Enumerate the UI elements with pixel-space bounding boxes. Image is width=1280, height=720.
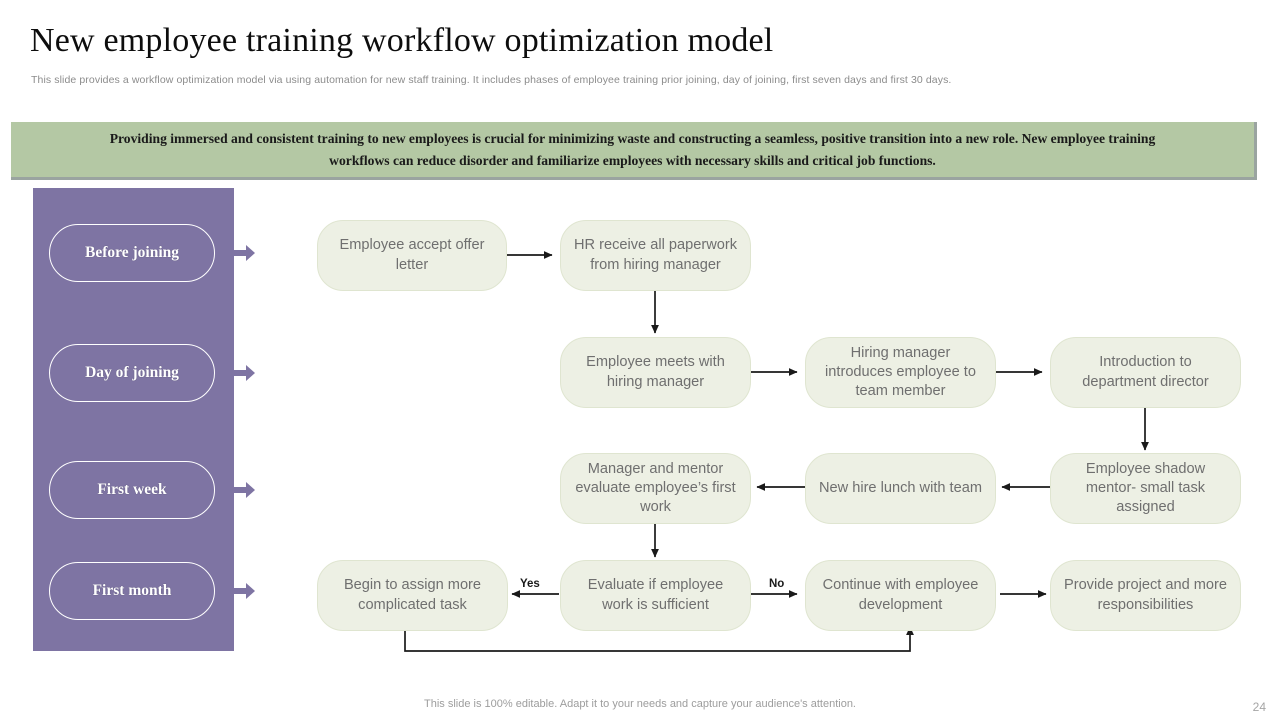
flow-node-employee-accept-offer-letter[interactable]: Employee accept offer letter xyxy=(317,220,507,291)
edge-label-yes: Yes xyxy=(520,578,540,590)
phase-pill-first-month[interactable]: First month xyxy=(49,562,215,620)
flow-node-label: Hiring manager introduces employee to te… xyxy=(825,344,976,400)
flow-node-new-hire-lunch-with-team[interactable]: New hire lunch with team xyxy=(805,453,996,524)
flow-node-employee-shadow-mentor[interactable]: Employee shadow mentor- small task assig… xyxy=(1050,453,1241,524)
flow-node-begin-assign-complicated-task[interactable]: Begin to assign more complicated task xyxy=(317,560,508,631)
footer-note: This slide is 100% editable. Adapt it to… xyxy=(424,698,856,710)
phase-label: First week xyxy=(97,481,167,498)
banner-line-2: new role. New employee training workflow… xyxy=(329,131,1156,168)
rail-arrow-first-month-icon xyxy=(234,583,255,599)
banner-line-1: Providing immersed and consistent traini… xyxy=(109,131,963,147)
banner-text: Providing immersed and consistent traini… xyxy=(108,128,1158,170)
flow-node-manager-mentor-evaluate-first-work[interactable]: Manager and mentor evaluate employee’s f… xyxy=(560,453,751,524)
flow-node-label: Employee accept offer letter xyxy=(339,237,485,273)
phase-pill-day-of-joining[interactable]: Day of joining xyxy=(49,344,215,402)
flow-node-label: Continue with employee development xyxy=(822,577,979,613)
phase-label: First month xyxy=(92,582,172,599)
flow-node-introduction-to-department-director[interactable]: Introduction to department director xyxy=(1050,337,1241,408)
page-number: 24 xyxy=(1252,700,1266,714)
flow-node-label: Begin to assign more complicated task xyxy=(343,577,482,613)
phase-label: Day of joining xyxy=(85,364,179,381)
flow-node-label: Evaluate if employee work is sufficient xyxy=(587,577,724,613)
key-message-banner: Providing immersed and consistent traini… xyxy=(11,122,1257,180)
phase-pill-first-week[interactable]: First week xyxy=(49,461,215,519)
rail-arrow-before-joining-icon xyxy=(234,245,255,261)
flow-node-label: Introduction to department director xyxy=(1082,354,1209,390)
rail-arrow-first-week-icon xyxy=(234,482,255,498)
flow-node-continue-employee-development[interactable]: Continue with employee development xyxy=(805,560,996,631)
phase-label: Before joining xyxy=(85,244,179,261)
phase-pill-before-joining[interactable]: Before joining xyxy=(49,224,215,282)
edge-label-no: No xyxy=(769,578,785,590)
page-title: New employee training workflow optimizat… xyxy=(30,22,774,59)
flow-node-employee-meets-hiring-manager[interactable]: Employee meets with hiring manager xyxy=(560,337,751,408)
flow-node-evaluate-if-work-sufficient[interactable]: Evaluate if employee work is sufficient xyxy=(560,560,751,631)
flow-node-provide-project-responsibilities[interactable]: Provide project and more responsibilitie… xyxy=(1050,560,1241,631)
flow-node-label: New hire lunch with team xyxy=(818,479,983,496)
rail-arrow-day-of-joining-icon xyxy=(234,365,255,381)
page-subtitle: This slide provides a workflow optimizat… xyxy=(31,74,952,86)
flow-node-label: Provide project and more responsibilitie… xyxy=(1063,577,1228,613)
flow-node-hr-receive-paperwork[interactable]: HR receive all paperwork from hiring man… xyxy=(560,220,751,291)
flow-node-label: Employee shadow mentor- small task assig… xyxy=(1085,460,1206,516)
flow-node-label: Manager and mentor evaluate employee’s f… xyxy=(575,460,736,516)
flow-node-label: HR receive all paperwork from hiring man… xyxy=(573,237,738,273)
flow-node-label: Employee meets with hiring manager xyxy=(586,354,725,390)
flow-node-hiring-manager-introduces-employee[interactable]: Hiring manager introduces employee to te… xyxy=(805,337,996,408)
